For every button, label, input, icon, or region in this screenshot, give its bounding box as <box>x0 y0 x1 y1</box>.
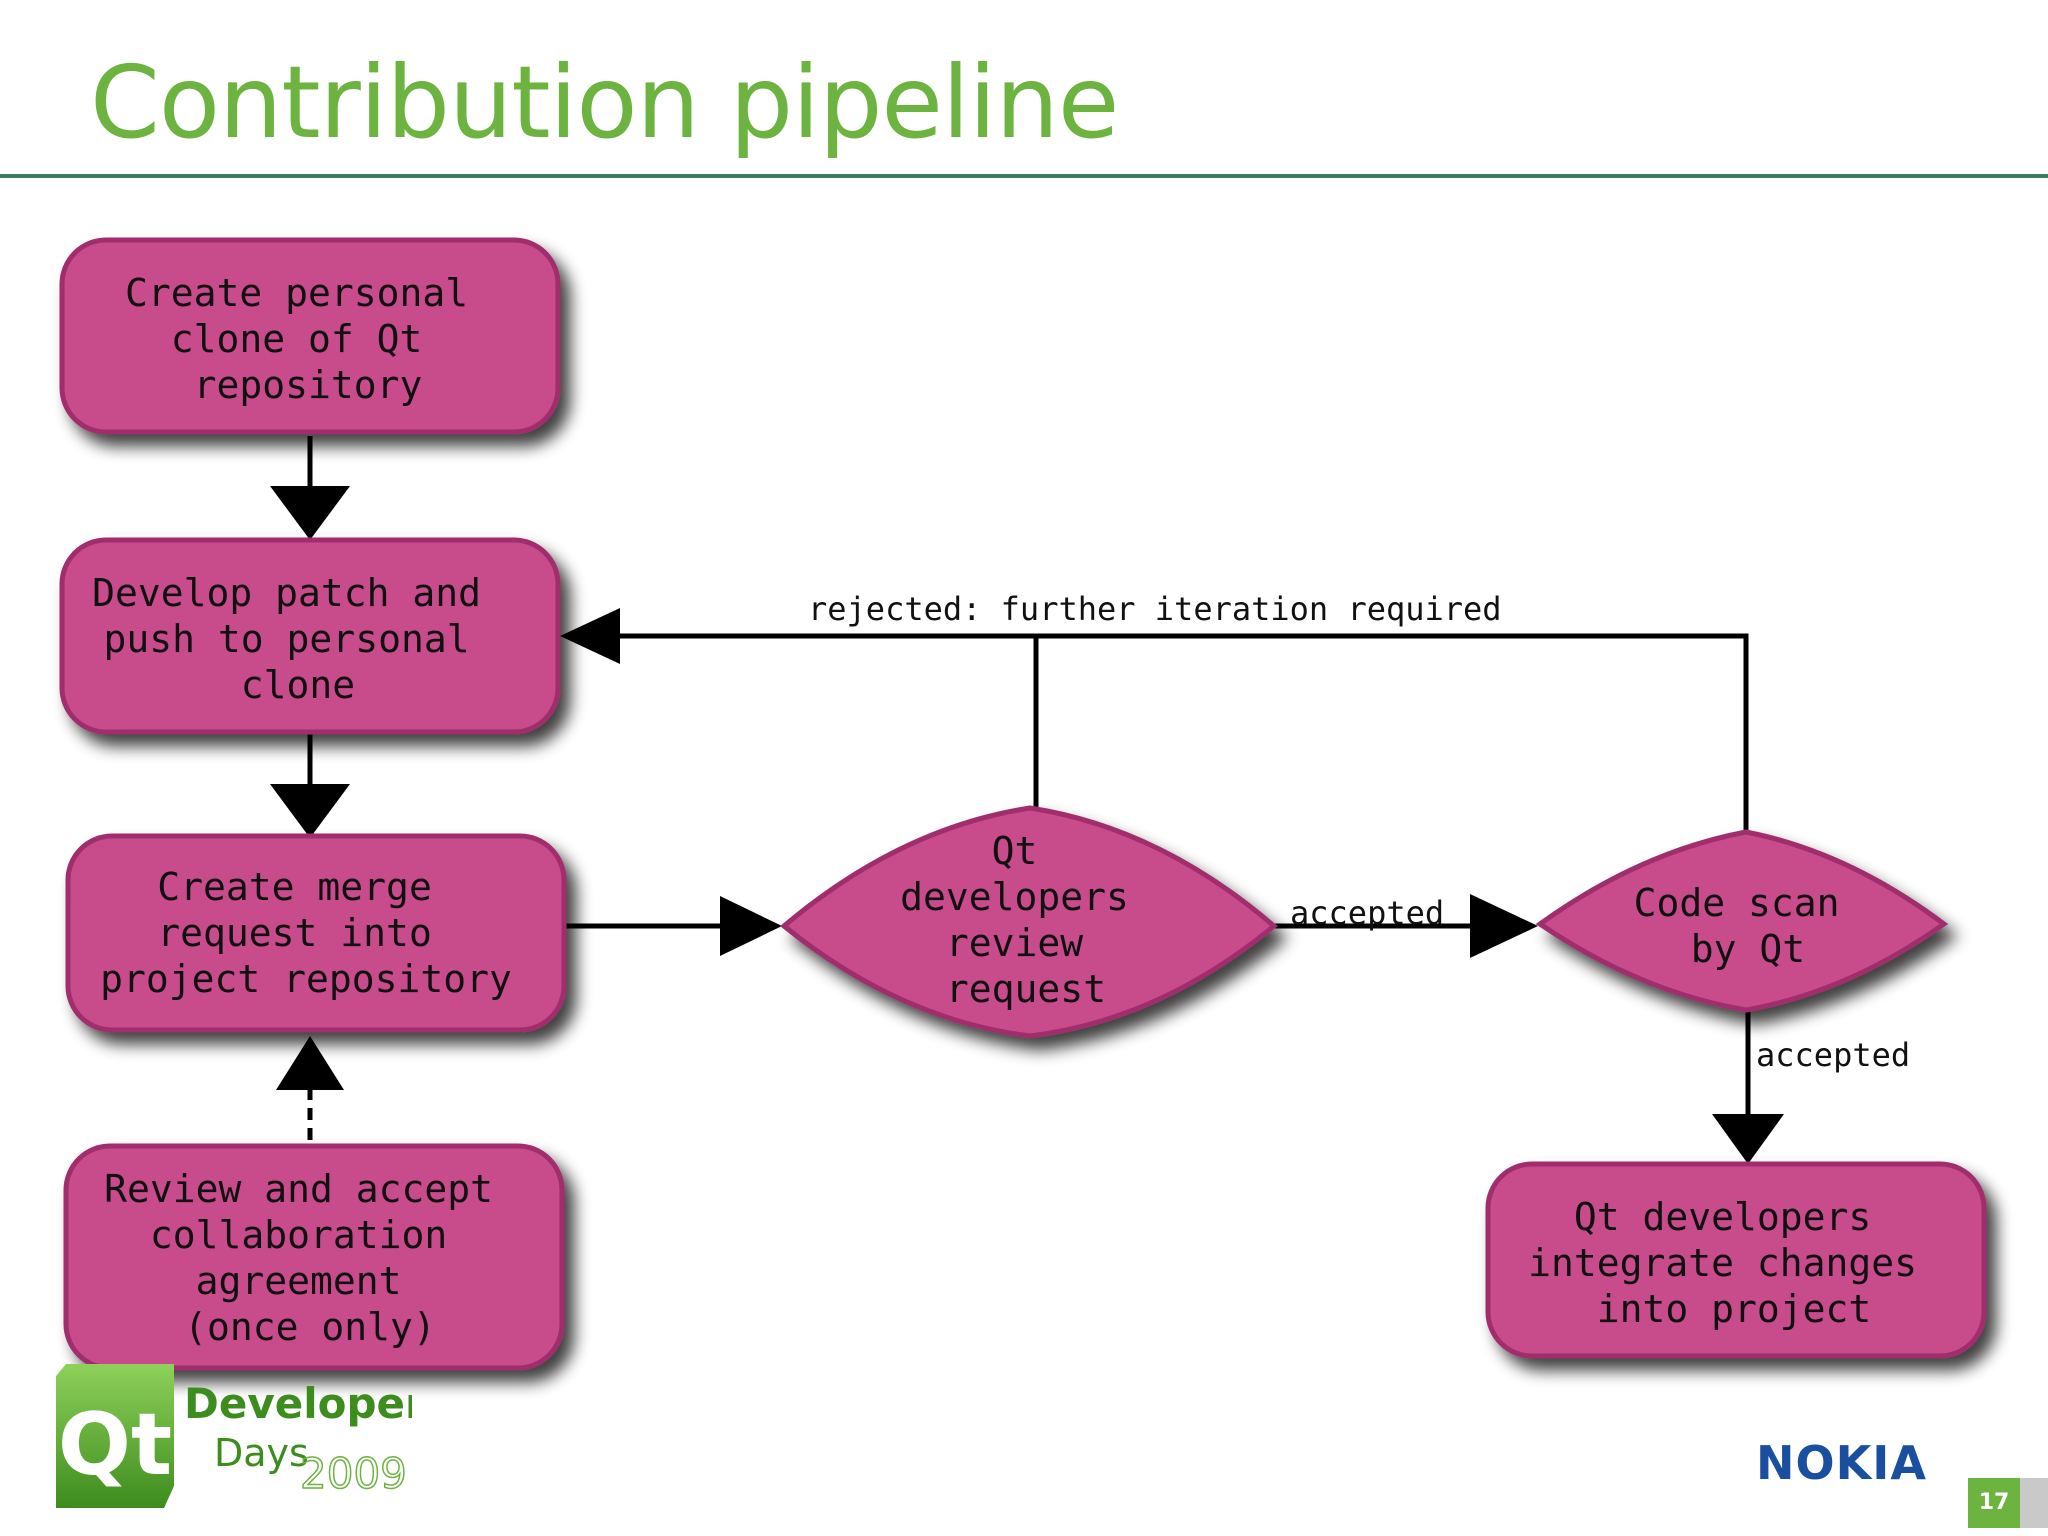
node-scan-label: Code scan by Qt <box>1634 881 1863 971</box>
page-number-edge <box>2020 1478 2048 1528</box>
nokia-logo: NOKIA <box>1756 1436 1927 1490</box>
qt-developer-days-logo: Qt Developer Days 2009 <box>56 1364 412 1508</box>
edge-scan-rejected <box>1036 633 1749 832</box>
node-review-shape <box>780 805 1278 1039</box>
qt-logo-year: 2009 <box>300 1449 407 1498</box>
edge-label-scan-accepted: accepted <box>1756 1036 1910 1074</box>
flow-arrowheads <box>270 486 1784 1164</box>
node-merge-shape <box>65 833 567 1033</box>
arrowhead-develop <box>270 486 350 540</box>
node-integrate-label: Qt developers integrate changes into pro… <box>1528 1195 1940 1331</box>
node-review-label: Qt developers review request <box>900 829 1152 1011</box>
qt-badge-icon <box>56 1364 174 1508</box>
node-develop-shape <box>59 537 561 735</box>
arrowhead-integrate <box>1712 1114 1784 1164</box>
arrowhead-review <box>720 896 782 956</box>
node-merge-label: Create merge request into project reposi… <box>100 865 512 1001</box>
title-divider <box>0 174 2048 178</box>
node-clone-label: Create personal clone of Qt repository <box>125 271 491 407</box>
node-develop-label: Develop patch and push to personal clone <box>92 571 504 707</box>
slide-title: Contribution pipeline <box>90 44 1119 161</box>
edge-label-rejected: rejected: further iteration required <box>808 590 1502 628</box>
qt-logo-mark: Qt <box>58 1395 172 1495</box>
flow-edges <box>307 436 1751 1140</box>
arrowhead-agreement <box>276 1036 344 1090</box>
node-agreement-shape <box>63 1143 565 1371</box>
flow-nodes <box>59 237 1987 1371</box>
qt-logo-word-developer: Developer <box>184 1379 412 1428</box>
node-clone-shape <box>59 237 561 435</box>
node-scan-shape <box>1535 829 1949 1013</box>
qt-logo-word-days: Days <box>214 1431 309 1475</box>
page-number: 17 <box>1968 1478 2020 1528</box>
arrowhead-merge <box>270 784 350 838</box>
edge-rejected-loop <box>616 633 1039 808</box>
node-integrate-shape <box>1485 1161 1987 1359</box>
arrowhead-scan <box>1470 894 1538 958</box>
edge-label-review-accepted: accepted <box>1290 894 1444 932</box>
arrowhead-rejected <box>560 608 620 664</box>
node-agreement-label: Review and accept collaboration agreemen… <box>104 1167 516 1349</box>
